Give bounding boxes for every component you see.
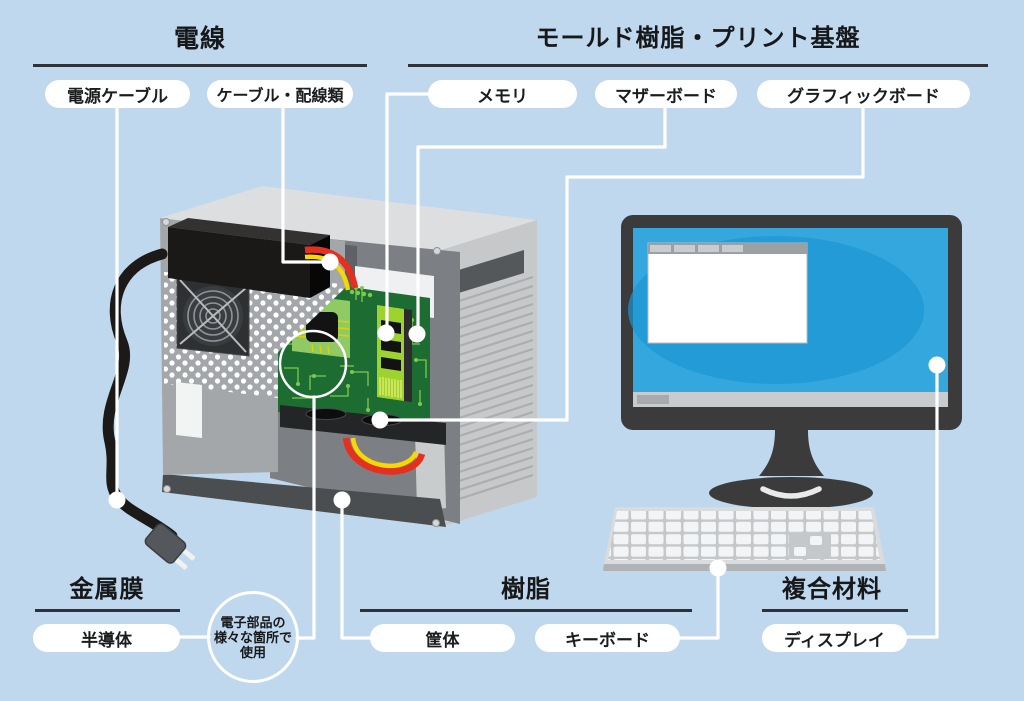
label-memory: メモリ xyxy=(428,80,577,108)
power-plug xyxy=(144,523,196,570)
case-top xyxy=(160,186,537,252)
monitor-stand-neck xyxy=(759,430,824,476)
arrow-key xyxy=(810,536,822,545)
line-wiring xyxy=(281,105,332,264)
line-note-circle xyxy=(295,395,316,640)
line-graphics-board xyxy=(378,105,865,422)
label-cables-wiring: ケーブル・配線類 xyxy=(207,80,353,108)
label-chassis: 筐体 xyxy=(370,624,515,652)
case-screws xyxy=(162,218,441,527)
connector-dots xyxy=(108,253,946,577)
line-memory xyxy=(385,92,430,335)
connector-lines xyxy=(115,92,939,640)
note-line-1: 電子部品の xyxy=(220,614,286,630)
monitor-illustration xyxy=(621,215,962,509)
label-power-cable: 電源ケーブル xyxy=(45,80,190,108)
case-floor xyxy=(162,474,446,527)
power-cable-red xyxy=(342,437,426,475)
keyboard-illustration xyxy=(603,507,886,571)
psu-cable-red xyxy=(304,246,359,289)
note-line-3: 使用 xyxy=(239,644,266,660)
power-supply xyxy=(168,218,330,298)
line-motherboard xyxy=(416,105,667,336)
side-vents xyxy=(455,275,534,502)
heading-resin: 樹脂 xyxy=(501,576,551,603)
keyboard-edge xyxy=(603,564,886,571)
heading-mold-resin-pcb: モールド樹脂・プリント基盤 xyxy=(535,25,861,52)
taskbar-button xyxy=(637,395,669,404)
front-slot xyxy=(176,382,202,438)
line-keyboard xyxy=(678,566,720,640)
heading-electric-wire: 電線 xyxy=(173,25,226,53)
rule-electric-wire xyxy=(33,64,367,67)
label-keyboard: キーボード xyxy=(535,624,680,652)
keyboard-keys xyxy=(608,511,880,560)
label-motherboard: マザーボード xyxy=(595,80,737,108)
drive-cage xyxy=(415,427,446,512)
ram-module xyxy=(377,305,412,402)
note-line-2: 様々な箇所で xyxy=(213,629,292,645)
line-chassis xyxy=(340,498,372,640)
case-fan xyxy=(176,275,250,357)
heading-composite-material: 複合材料 xyxy=(782,576,882,603)
side-inset xyxy=(452,250,524,295)
label-graphics-board: グラフィックボード xyxy=(757,80,970,108)
pc-tower-illustration xyxy=(102,186,537,570)
rule-metal-film xyxy=(35,609,180,612)
rule-composite-material xyxy=(762,609,908,612)
heading-metal-film: 金属膜 xyxy=(69,576,145,603)
label-display: ディスプレイ xyxy=(762,624,907,652)
line-display xyxy=(905,363,939,639)
rule-resin xyxy=(360,609,692,612)
label-semiconductor: 半導体 xyxy=(33,624,180,652)
rule-mold-resin-pcb xyxy=(408,64,988,67)
taskbar xyxy=(633,392,948,407)
note-circle: 電子部品の 様々な箇所で 使用 xyxy=(207,591,299,683)
motherboard xyxy=(278,277,446,475)
stand-highlight xyxy=(760,486,822,499)
screen-window xyxy=(647,242,808,344)
monitor-stand-base xyxy=(709,477,873,509)
power-cable-yellow xyxy=(350,437,419,468)
arrow-key xyxy=(794,547,806,556)
